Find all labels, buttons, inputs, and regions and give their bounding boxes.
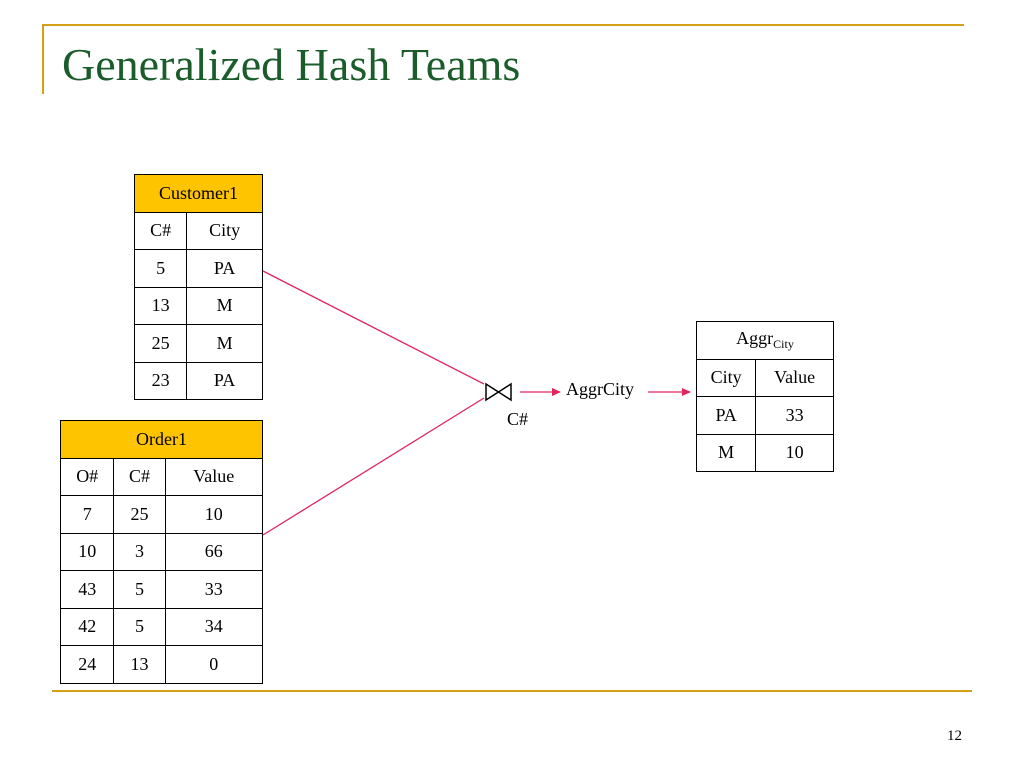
order-cell: 5 [113, 570, 166, 609]
aggr-row: M 10 [695, 433, 834, 472]
order-cell: 7 [59, 495, 115, 534]
page-number: 12 [947, 728, 962, 744]
order-cell: 13 [113, 645, 166, 684]
customer-cell: 5 [133, 249, 188, 288]
customer-cell: M [186, 286, 263, 325]
customer-column-header: City [186, 211, 263, 250]
top-rule [42, 24, 964, 26]
order-to-join-line [262, 397, 485, 536]
customer-cell: 23 [133, 361, 188, 400]
order-cell: 10 [59, 532, 115, 571]
order-row: 24 13 0 [59, 645, 263, 684]
customer-cell: 25 [133, 324, 188, 363]
order-cell: 34 [164, 607, 263, 646]
aggr-table-title: AggrCity [696, 321, 834, 360]
aggr-cell: M [695, 433, 757, 472]
aggr-title-main: Aggr [736, 328, 774, 349]
aggr-title-subscript: City [773, 337, 794, 352]
customer-cell: PA [186, 361, 263, 400]
aggr-cell: 10 [755, 433, 834, 472]
order-row: 7 25 10 [59, 495, 263, 534]
join-attribute-label: C# [507, 409, 529, 429]
left-rule [42, 24, 44, 94]
order-table-title: Order1 [60, 420, 263, 459]
customer-row: 25 M [133, 324, 263, 363]
order-cell: 5 [113, 607, 166, 646]
aggr-table: AggrCity City Value PA 33 M 10 [695, 321, 834, 472]
aggr-row: PA 33 [695, 396, 834, 435]
customer-row: 13 M [133, 286, 263, 325]
customer-row: 23 PA [133, 361, 263, 400]
order-column-header: O# [59, 457, 115, 496]
order-cell: 3 [113, 532, 166, 571]
order-table: Order1 O# C# Value 7 25 10 10 3 66 43 5 … [59, 420, 263, 684]
order-cell: 10 [164, 495, 263, 534]
order-cell: 42 [59, 607, 115, 646]
order-cell: 25 [113, 495, 166, 534]
customer-cell: M [186, 324, 263, 363]
customer-to-join-line [262, 270, 485, 385]
order-cell: 24 [59, 645, 115, 684]
bottom-rule [52, 690, 972, 692]
aggr-column-header: City [695, 358, 757, 397]
slide-title: Generalized Hash Teams [62, 39, 521, 90]
aggr-cell: 33 [755, 396, 834, 435]
aggr-city-label: AggrCity [566, 379, 635, 399]
bowtie-join-icon [485, 382, 512, 402]
customer-cell: 13 [133, 286, 188, 325]
customer-table-title: Customer1 [134, 174, 263, 213]
order-row: 42 5 34 [59, 607, 263, 646]
customer-table: Customer1 C# City 5 PA 13 M 25 M 23 PA [133, 174, 263, 400]
order-cell: 0 [164, 645, 263, 684]
order-row: 10 3 66 [59, 532, 263, 571]
